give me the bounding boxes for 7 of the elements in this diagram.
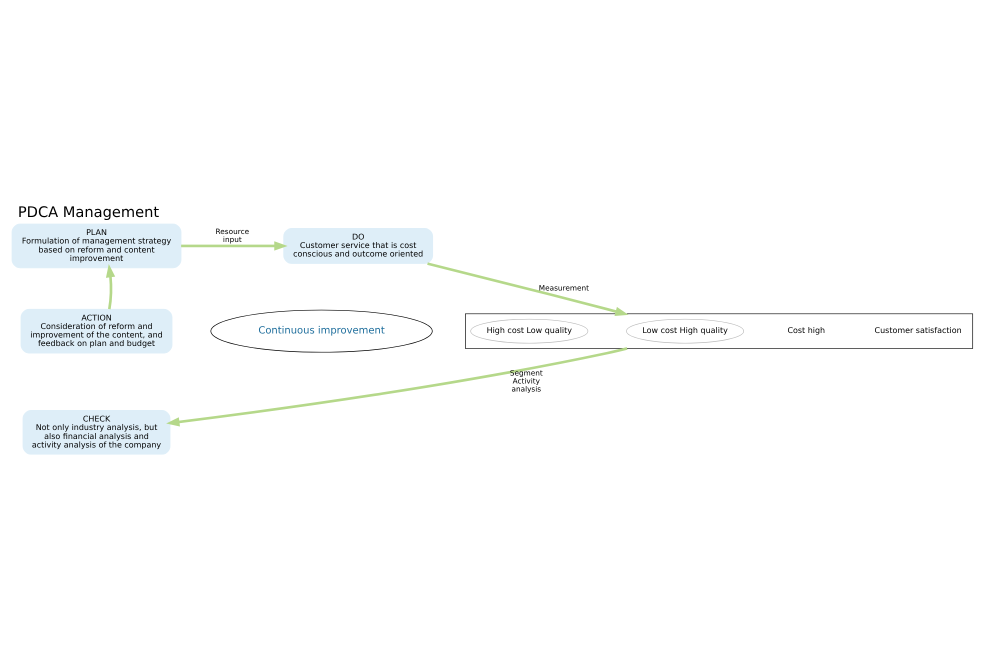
arrow	[181, 241, 288, 251]
arrow	[166, 347, 628, 427]
arrow	[106, 264, 116, 310]
cluster	[465, 314, 974, 349]
arrow	[427, 262, 629, 316]
node-ellipse: Continuous improvement	[210, 310, 433, 353]
diagram-title: PDCA Management	[18, 204, 160, 222]
